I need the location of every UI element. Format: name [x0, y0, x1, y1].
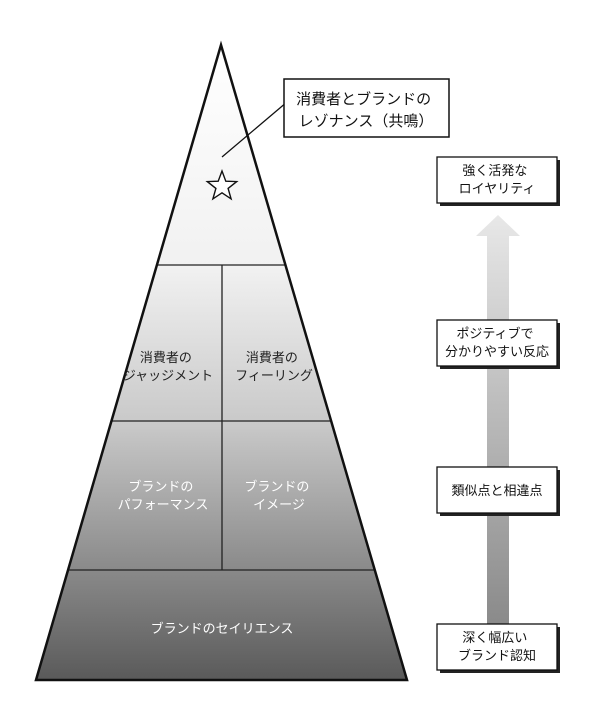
ladder-step-response-line1: ポジティブで [456, 326, 533, 342]
ladder-step-response-text: ポジティブで 分かりやすい反応 [445, 326, 549, 360]
ladder-step-points-text: 類似点と相違点 [451, 484, 542, 499]
feelings-label: 消費者の フィーリング [235, 351, 313, 384]
ladder-step-loyalty-box [436, 156, 558, 204]
ladder: 強く活発な ロイヤリティ ポジティブで 分かりやすい反応 類似点と相違点 深く幅… [436, 156, 560, 673]
apex-callout-leader-line [221, 101, 288, 158]
ladder-step-points-box [436, 466, 558, 514]
judgments-label-line1: 消費者の [140, 351, 192, 366]
ladder-step-awareness-box [436, 623, 558, 671]
apex-callout-line2: レゾナンス（共鳴） [299, 112, 434, 130]
star-outline-icon [205, 168, 239, 201]
ladder-step-points-of-parity: 類似点と相違点 [436, 466, 560, 516]
apex-callout-line1: 消費者とブランドの [296, 90, 431, 108]
judgments-label-line2: ジャッジメント [123, 369, 213, 384]
salience-label: ブランドのセイリエンス [151, 621, 294, 637]
apex-callout-text: 消費者とブランドの レゾナンス（共鳴） [296, 90, 436, 130]
judgments-label: 消費者の ジャッジメント [123, 351, 213, 384]
feelings-label-line1: 消費者の [246, 351, 298, 366]
ladder-step-response-line2: 分かりやすい反応 [445, 345, 549, 360]
imagery-label-line2: イメージ [253, 498, 305, 513]
apex-callout: 消費者とブランドの レゾナンス（共鳴） [221, 78, 450, 158]
up-arrow-icon [476, 215, 520, 625]
apex-callout-box [283, 78, 450, 138]
imagery-label: ブランドの イメージ [244, 479, 313, 513]
pyramid: 消費者の ジャッジメント 消費者の フィーリング ブランドの パフォーマンス ブ… [34, 40, 409, 682]
ladder-step-response-box [436, 319, 558, 367]
performance-label-line2: パフォーマンス [118, 498, 209, 513]
ladder-step-loyalty-text: 強く活発な ロイヤリティ [459, 164, 536, 197]
ladder-step-loyalty: 強く活発な ロイヤリティ [436, 156, 560, 206]
pyramid-outline [34, 40, 409, 682]
performance-label: ブランドの パフォーマンス [118, 479, 209, 513]
ladder-step-loyalty-line1: 強く活発な [462, 164, 527, 179]
ladder-step-awareness-line2: ブランド認知 [458, 648, 536, 664]
ladder-step-awareness-text: 深く幅広い ブランド認知 [458, 631, 536, 664]
performance-label-line1: ブランドの [128, 479, 193, 495]
ladder-step-awareness: 深く幅広い ブランド認知 [436, 623, 560, 673]
ladder-step-loyalty-line2: ロイヤリティ [459, 182, 536, 197]
feelings-label-line2: フィーリング [235, 369, 313, 384]
imagery-label-line1: ブランドの [244, 479, 309, 495]
ladder-step-awareness-line1: 深く幅広い [462, 631, 527, 646]
ladder-step-response: ポジティブで 分かりやすい反応 [436, 319, 560, 369]
